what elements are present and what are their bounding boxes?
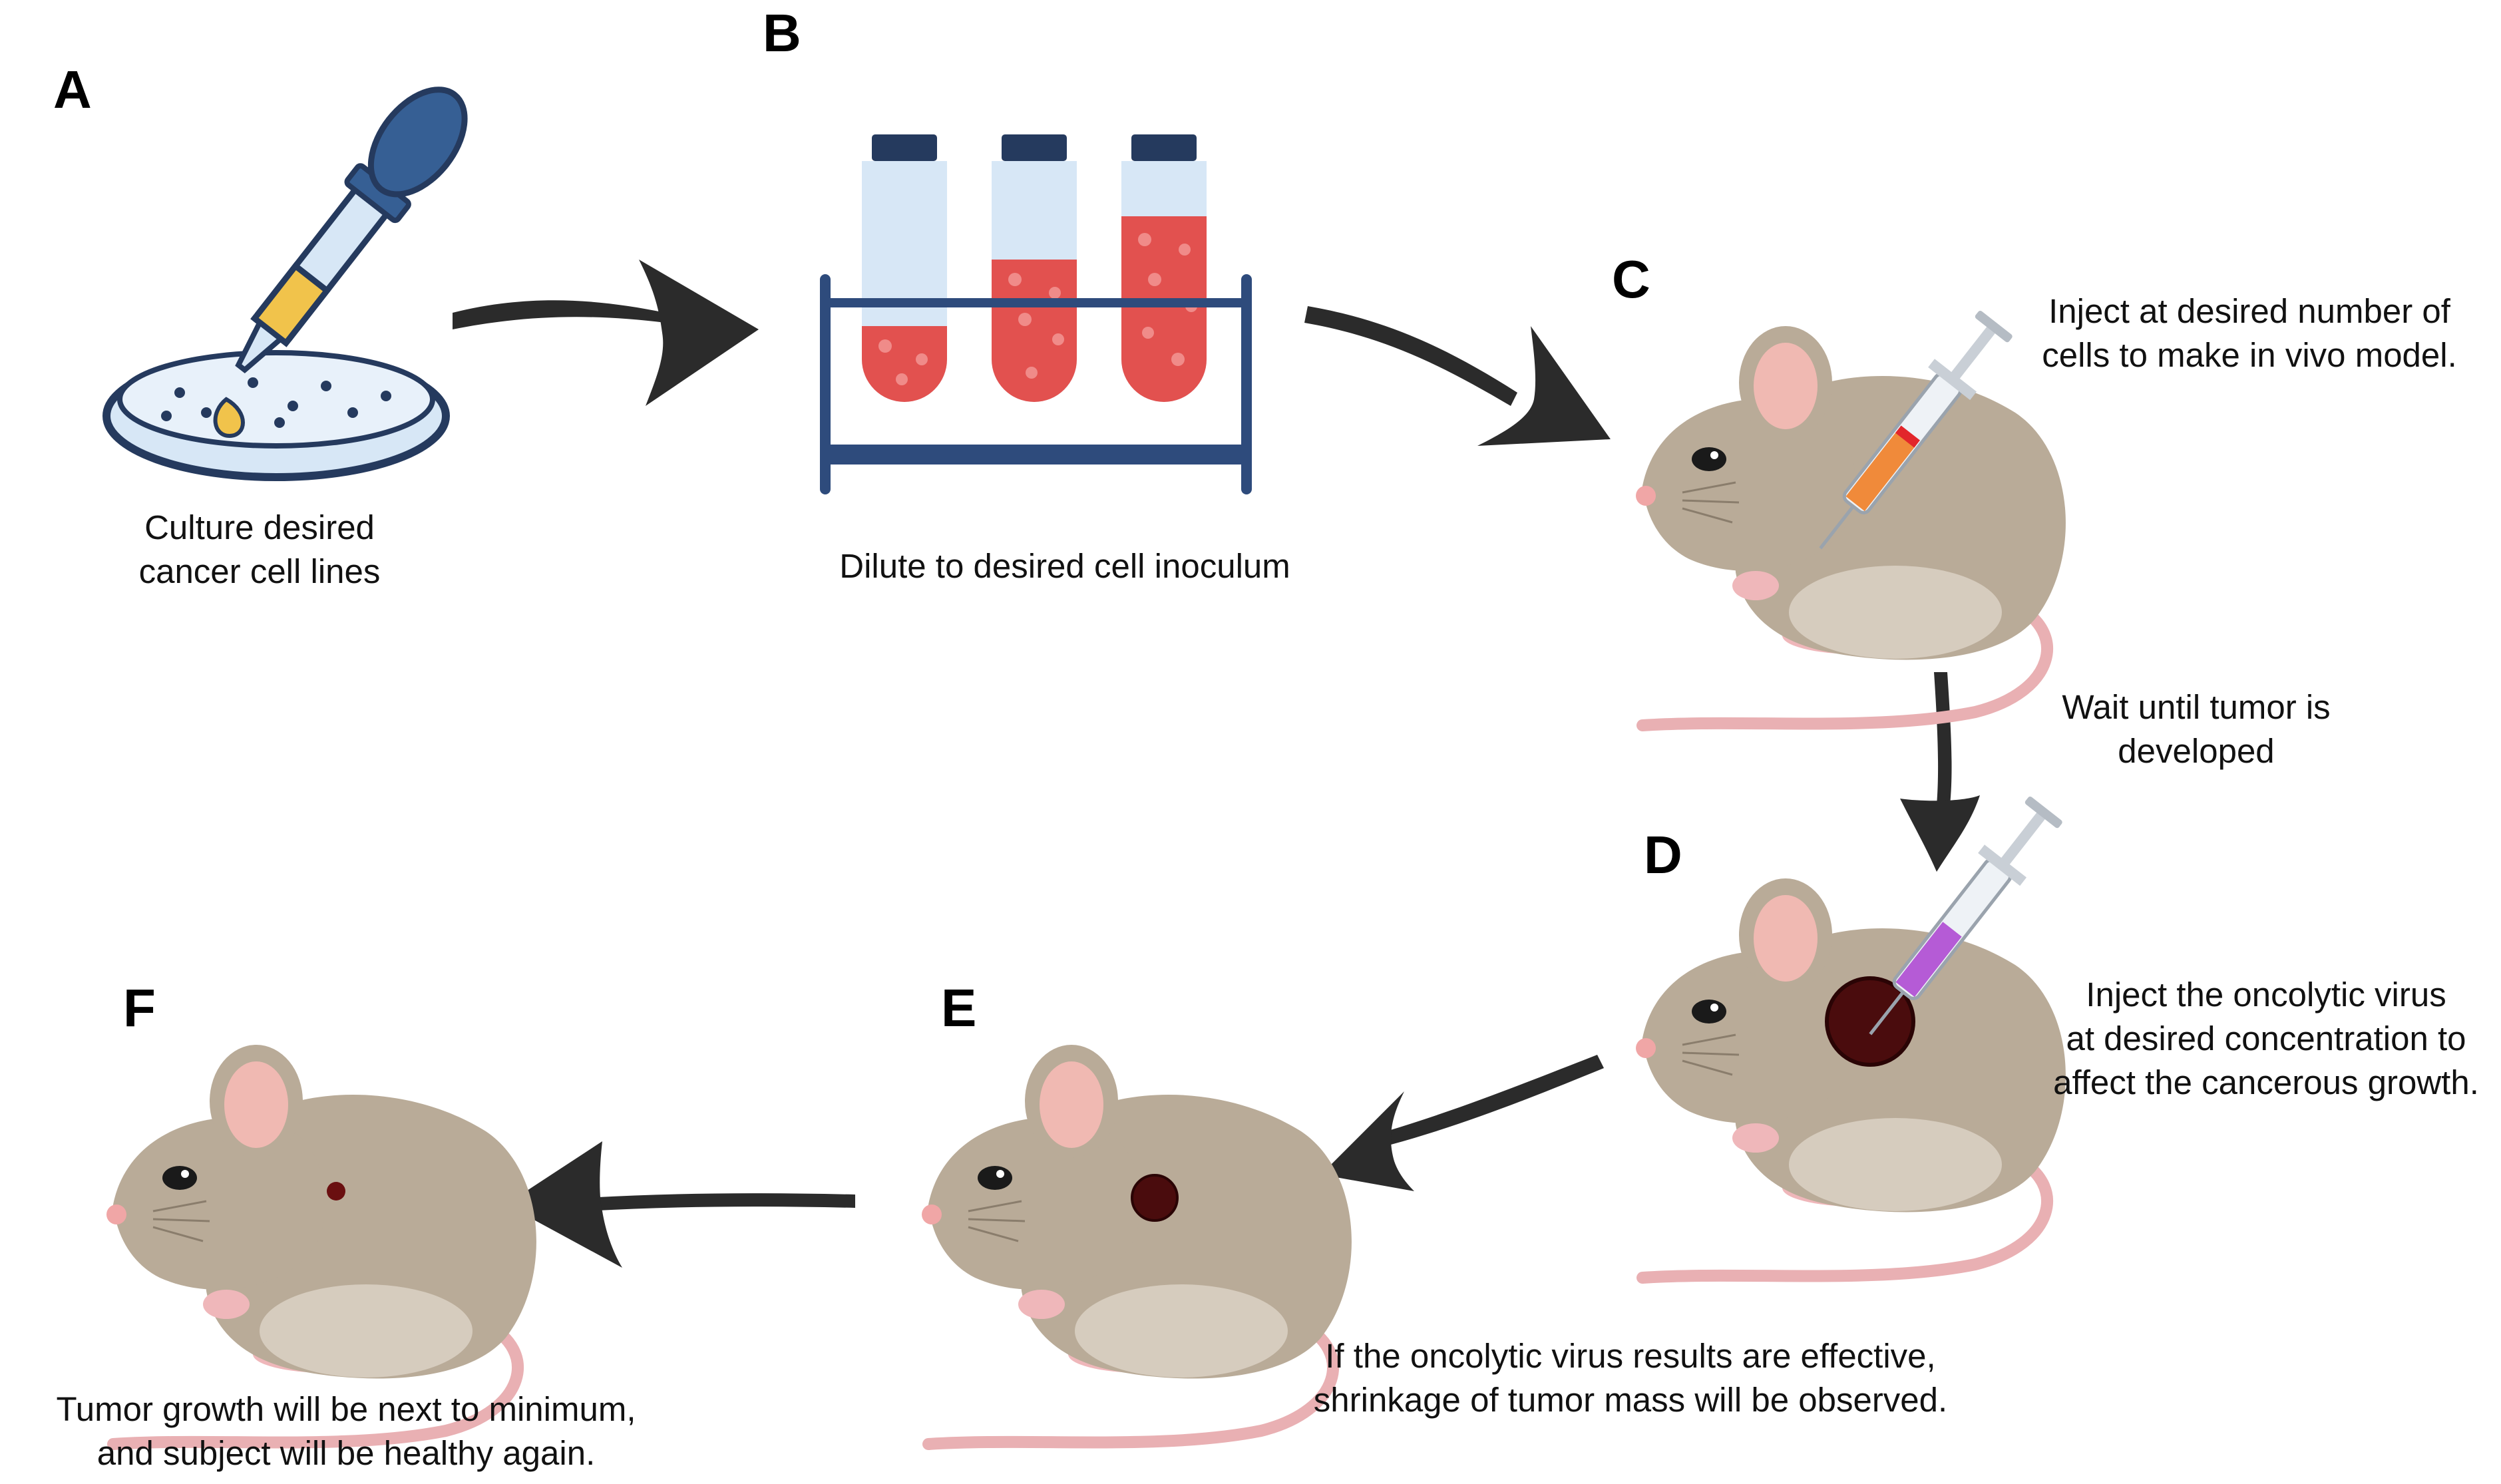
- caption-e-line-2: shrinkage of tumor mass will be observed…: [1313, 1381, 1948, 1419]
- step-label-e: E: [941, 978, 977, 1037]
- caption-a-line-2: cancer cell lines: [138, 552, 381, 590]
- caption-a-line-1: Culture desired: [144, 508, 375, 546]
- caption-d-line-1: Inject the oncolytic virus: [2086, 976, 2446, 1014]
- dropper-icon: [213, 87, 468, 439]
- caption-wait-line-1: Wait until tumor is: [2062, 688, 2331, 726]
- caption-f-line-2: and subject will be healthy again.: [96, 1434, 596, 1472]
- step-label-d: D: [1644, 825, 1682, 884]
- arrow-icon: [506, 1141, 855, 1268]
- tumor-icon: [1825, 976, 1915, 1067]
- arrow-icon: [1321, 1055, 1604, 1191]
- step-label-c: C: [1612, 250, 1650, 309]
- caption-c-line-2: cells to make in vivo model.: [2042, 336, 2457, 374]
- tumor-icon: [1131, 1174, 1179, 1222]
- caption-e: If the oncolytic virus results are effec…: [1238, 1334, 2023, 1422]
- caption-d: Inject the oncolytic virus at desired co…: [2043, 973, 2489, 1105]
- step-label-a: A: [53, 60, 92, 119]
- caption-b-line-1: Dilute to desired cell inoculum: [839, 547, 1290, 585]
- caption-a: Culture desired cancer cell lines: [93, 506, 426, 594]
- caption-e-line-1: If the oncolytic virus results are effec…: [1325, 1337, 1936, 1375]
- caption-d-line-3: affect the cancerous growth.: [2053, 1063, 2479, 1101]
- caption-f: Tumor growth will be next to minimum, an…: [13, 1388, 679, 1475]
- arrow-icon: [1304, 306, 1611, 446]
- step-label-f: F: [123, 978, 156, 1037]
- caption-c: Inject at desired number of cells to mak…: [2010, 289, 2489, 377]
- syringe-icon: [1800, 306, 2018, 564]
- test-tube: [992, 134, 1077, 402]
- tumor-icon: [327, 1182, 345, 1201]
- mouse-icon: [106, 1045, 536, 1444]
- caption-f-line-1: Tumor growth will be next to minimum,: [56, 1390, 636, 1428]
- caption-c-line-1: Inject at desired number of: [2048, 292, 2450, 330]
- mouse-icon: [1636, 326, 2066, 725]
- test-tube: [862, 134, 947, 402]
- step-label-b: B: [763, 3, 801, 63]
- caption-wait-line-2: developed: [2118, 732, 2275, 770]
- test-tube: [1121, 134, 1207, 402]
- caption-wait: Wait until tumor is developed: [2023, 685, 2369, 773]
- arrow-icon: [1900, 672, 1980, 872]
- mouse-icon: [1636, 878, 2066, 1278]
- caption-b: Dilute to desired cell inoculum: [785, 544, 1344, 588]
- test-tube-rack-icon: [820, 134, 1252, 494]
- petri-dish-icon: [102, 350, 450, 481]
- arrow-icon: [453, 260, 759, 406]
- caption-d-line-2: at desired concentration to: [2066, 1020, 2466, 1057]
- syringe-icon: [1849, 792, 2068, 1050]
